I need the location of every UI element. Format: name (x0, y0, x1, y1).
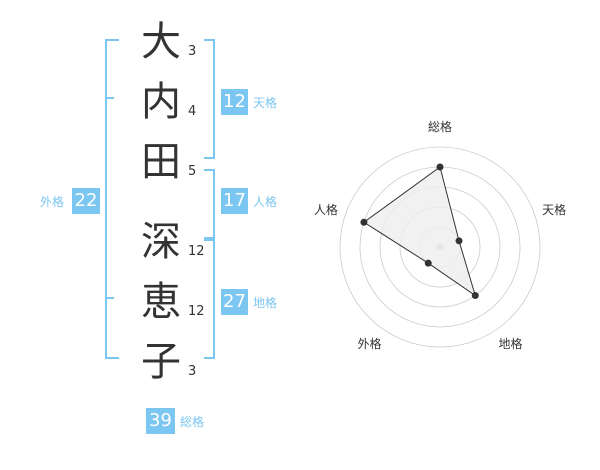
gaikaku-bracket (105, 39, 119, 359)
gaikaku-label: 外格 (40, 195, 65, 209)
name-char-6: 子 (141, 339, 181, 385)
radar-point-2 (455, 237, 463, 245)
stroke-count-1: 3 (188, 44, 197, 59)
stroke-count-3: 5 (188, 164, 197, 179)
radar-axis-label-5: 人格 (314, 202, 338, 217)
name-char-4: 深 (141, 219, 181, 265)
radar-axis-label-1: 総格 (428, 119, 452, 134)
tenkaku-bracket (204, 39, 215, 159)
radar-point-5 (360, 218, 368, 226)
jinkaku-value-badge: 17 (221, 188, 248, 214)
radar-point-1 (436, 163, 444, 171)
jinkaku-label: 人格 (253, 195, 278, 209)
name-char-3: 田 (141, 139, 181, 185)
stroke-count-5: 12 (188, 304, 205, 319)
radar-point-4 (424, 259, 432, 267)
gaikaku-value-badge: 22 (72, 188, 100, 214)
radar-axis-label-4: 外格 (357, 336, 381, 351)
stroke-count-2: 4 (188, 104, 197, 119)
jinkaku-bracket (204, 169, 215, 239)
stroke-count-4: 12 (188, 244, 205, 259)
stroke-count-6: 3 (188, 364, 197, 379)
radar-point-3 (471, 292, 479, 300)
name-char-5: 恵 (141, 279, 181, 325)
chikaku-bracket (204, 239, 215, 359)
tenkaku-value-badge: 12 (221, 89, 248, 115)
tenkaku-label: 天格 (253, 96, 278, 110)
radar-polygon (363, 166, 477, 297)
radar-axis-label-3: 地格 (499, 336, 523, 351)
radar-ring-5 (339, 146, 541, 348)
soukaku-value-badge: 39 (146, 408, 175, 434)
radar-axis-label-2: 天格 (542, 202, 566, 217)
name-char-1: 大 (141, 19, 181, 65)
chikaku-value-badge: 27 (221, 289, 248, 315)
chikaku-label: 地格 (253, 296, 278, 310)
name-char-2: 内 (141, 79, 181, 125)
soukaku-label: 総格 (180, 415, 205, 429)
